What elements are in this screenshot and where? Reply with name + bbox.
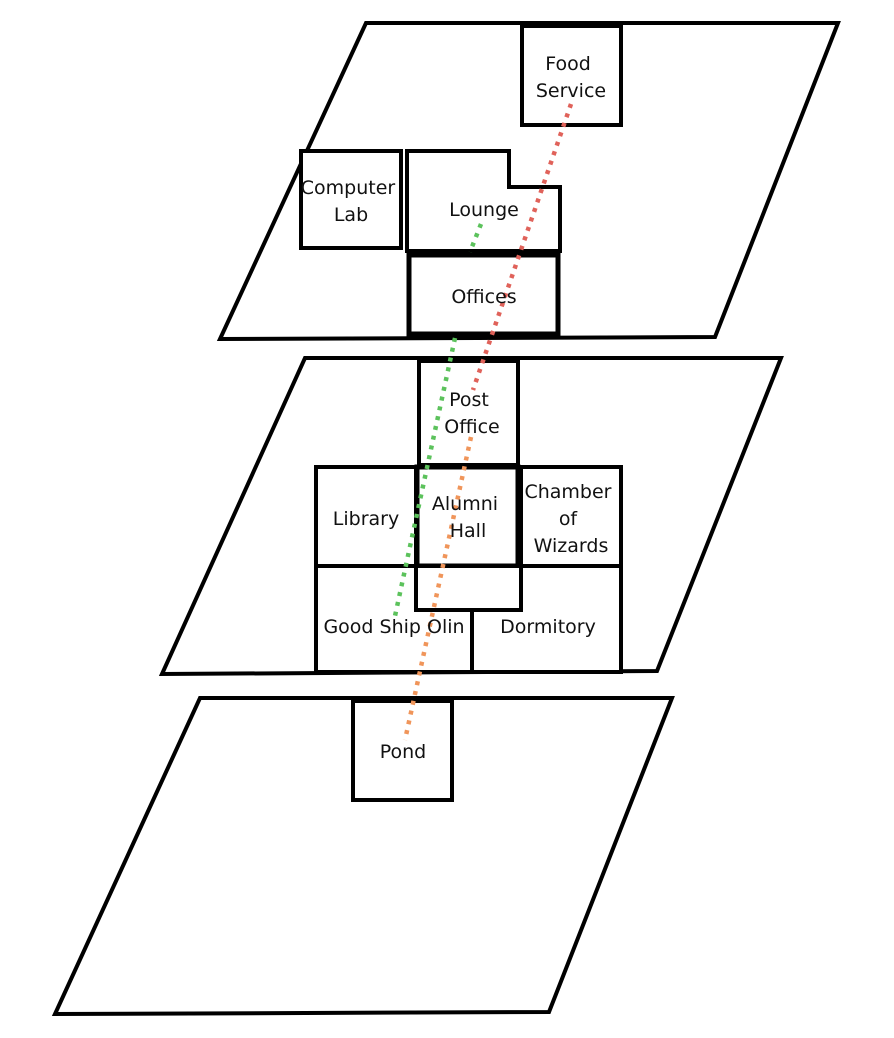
ground-floor-plane: [51, 696, 675, 1017]
computer-lab-label: Computer Lab: [301, 177, 402, 226]
pond-room: [351, 699, 454, 802]
alumni-hall-annex: [414, 564, 523, 612]
pond-label: Pond: [380, 741, 427, 763]
good-ship-olin-label: Good Ship Olin: [323, 616, 464, 638]
post-office-label: Post Office: [444, 389, 499, 438]
red-path: [470, 103, 574, 391]
alumni-hall-room: [414, 464, 521, 569]
food-service-label: Food Service: [536, 53, 606, 102]
chamber-of-wizards-label: Chamber of Wizards: [524, 481, 617, 557]
dormitory-label: Dormitory: [500, 616, 596, 638]
food-service-room: [520, 24, 623, 127]
alumni-hall-label-line-2: Hall: [450, 520, 487, 542]
chamber-of-wizards-label-line-1: Chamber: [524, 481, 611, 503]
chamber-of-wizards-room: [519, 465, 623, 568]
offices-room: [406, 252, 561, 337]
lounge-room: [405, 149, 562, 253]
lounge-label: Lounge: [449, 199, 519, 221]
offices-label: Offices: [451, 286, 516, 308]
library-label: Library: [333, 508, 399, 530]
post-office-label-line-1: Post: [449, 389, 489, 411]
chamber-of-wizards-label-line-3: Wizards: [534, 535, 609, 557]
chamber-of-wizards-label-line-2: of: [559, 508, 579, 530]
alumni-hall-label: Alumni Hall: [432, 493, 504, 542]
upper-floor-plane: [216, 21, 841, 342]
computer-lab-label-line-1: Computer: [301, 177, 396, 199]
post-office-label-line-2: Office: [444, 416, 499, 438]
computer-lab-room: [299, 149, 403, 250]
food-service-label-line-2: Service: [536, 80, 606, 102]
food-service-label-line-1: Food: [545, 53, 591, 75]
alumni-hall-label-line-1: Alumni: [432, 493, 498, 515]
computer-lab-label-line-2: Lab: [334, 204, 368, 226]
orange-path: [402, 436, 474, 741]
green-path-middle: [392, 337, 458, 617]
